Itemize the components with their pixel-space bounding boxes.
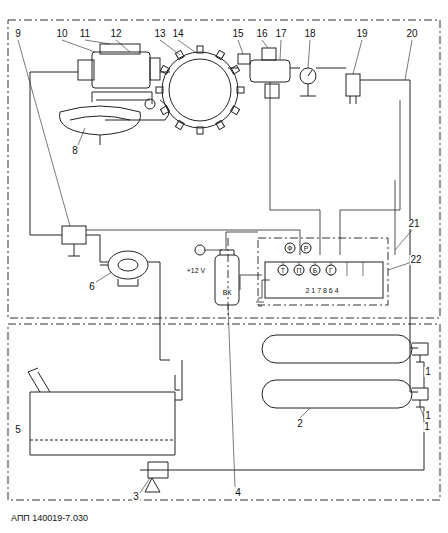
callout-number: 2 — [296, 419, 304, 429]
callout-number: 2 1 7 8 6 4 — [304, 287, 339, 294]
reducer-lug — [237, 87, 244, 93]
reducer-lug — [197, 46, 203, 53]
callout-number: 13 — [153, 29, 166, 39]
callout-number: 1 — [423, 422, 431, 432]
terminal-letter: Т — [278, 265, 289, 276]
reducer-lug — [231, 106, 240, 115]
callout-number: ВК — [222, 289, 233, 296]
drawing-code: АПП 140019-7.030 — [10, 514, 89, 523]
terminal-letter: Г — [326, 265, 337, 276]
callout-number: 10 — [55, 29, 68, 39]
terminal-letter: Б — [310, 265, 321, 276]
callout-number: 3 — [132, 492, 140, 502]
callout-number: 8 — [71, 146, 79, 156]
reducer-lug — [216, 50, 225, 59]
callout-number: 6 — [88, 282, 96, 292]
callout-number: 18 — [303, 29, 316, 39]
callout-number: 4 — [234, 488, 242, 498]
reducer-lug — [216, 121, 225, 130]
reducer-lug — [197, 127, 203, 134]
callout-number: 16 — [255, 29, 268, 39]
callout-number: 1 — [424, 367, 432, 377]
terminal-letter: Ф — [285, 243, 296, 254]
callout-number: 17 — [274, 29, 287, 39]
terminal-letter: П — [294, 265, 305, 276]
reducer-lug — [231, 65, 240, 74]
callout-number: 19 — [355, 29, 368, 39]
callout-number: 22 — [409, 255, 422, 265]
callout-number: +12 V — [186, 267, 207, 274]
reducer-lug — [156, 87, 163, 93]
reducer-lug — [175, 121, 184, 130]
callout-number: 5 — [14, 425, 22, 435]
reducer-lug — [160, 65, 169, 74]
callout-number: 12 — [109, 29, 122, 39]
callout-number: 15 — [231, 29, 244, 39]
terminal-letter: Р — [301, 243, 312, 254]
callout-number: 11 — [79, 29, 91, 39]
callout-number: 9 — [14, 29, 22, 39]
callout-number: 14 — [171, 29, 184, 39]
callout-number: 1 — [424, 411, 432, 421]
callout-number: 20 — [405, 29, 418, 39]
callout-number: 21 — [407, 219, 420, 229]
